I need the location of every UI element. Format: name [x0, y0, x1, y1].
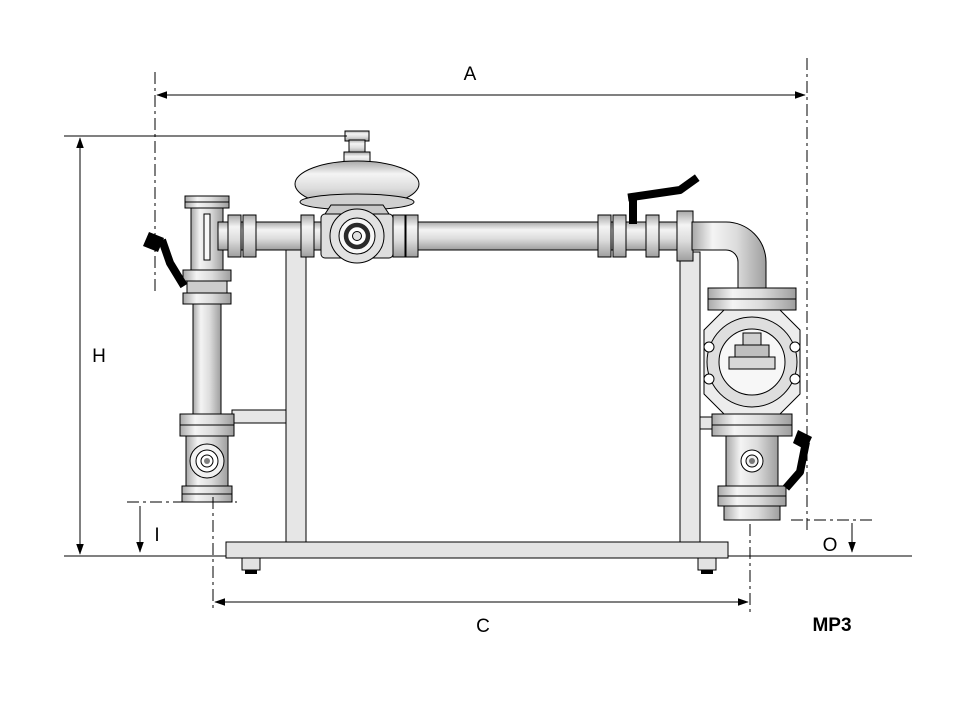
inlet-valve-flange-top	[182, 269, 232, 282]
inlet-down-pipe	[192, 303, 222, 415]
meter-mechanism-top	[742, 332, 762, 347]
header-pipe	[217, 210, 694, 262]
meter-bolt-1	[703, 341, 715, 353]
header-flange-6	[597, 214, 612, 258]
outlet-valve-stem	[629, 198, 637, 224]
inlet-lower-flange-2	[179, 424, 235, 437]
drain-valve-handle	[782, 430, 812, 491]
meter-mechanism-base	[728, 356, 776, 370]
dimension-o-label: O	[823, 535, 838, 556]
meter-top-flange-2	[707, 298, 797, 311]
header-flange-1	[227, 214, 242, 258]
meter-bottom-flange-1	[711, 413, 793, 426]
support-column-left	[285, 249, 307, 547]
skid-frame	[225, 249, 729, 574]
meter-bolt-3	[703, 373, 715, 385]
foot-left	[241, 557, 261, 571]
meter-bolt-4	[789, 373, 801, 385]
inlet-valve-flange-bottom	[182, 292, 232, 305]
inlet-valve-handle	[143, 232, 188, 289]
inlet-lower-flange-1	[179, 413, 235, 426]
dimension-a-label: A	[464, 64, 477, 85]
dimension-c-label: C	[476, 616, 490, 637]
header-flange-7	[612, 214, 627, 258]
header-flange-8	[645, 214, 660, 258]
foot-pad-right	[701, 570, 713, 574]
header-flange-3	[300, 214, 315, 258]
header-flange-2	[242, 214, 257, 258]
elbow-flange	[676, 210, 694, 262]
header-flange-4	[392, 214, 406, 258]
inlet-bottom-flange-1	[181, 485, 233, 495]
bracket-left	[231, 409, 287, 424]
regulator-port-center	[352, 231, 362, 241]
model-label: MP3	[812, 615, 851, 636]
meter-mechanism-mid	[734, 344, 770, 359]
inlet-riser-assembly	[143, 195, 235, 503]
header-flange-5	[405, 214, 419, 258]
support-column-right	[679, 251, 701, 547]
dimension-i-label: I	[154, 525, 159, 546]
meter-bottom-flange-2	[711, 424, 793, 437]
base-plate	[225, 541, 729, 559]
outlet-valve-handle	[627, 174, 700, 224]
foot-right	[697, 557, 717, 571]
dimensions: A H I C O	[64, 58, 876, 637]
dimension-h-label: H	[92, 346, 106, 367]
outlet-sight-center	[749, 458, 755, 464]
outlet-flange-1	[717, 485, 787, 497]
meter-bolt-2	[789, 341, 801, 353]
foot-pad-left	[245, 570, 257, 574]
sight-glass-center	[204, 458, 210, 464]
outlet-elbow	[691, 221, 767, 289]
outlet-bottom-cap	[723, 505, 781, 521]
meter-top-flange-1	[707, 287, 797, 300]
meter-assembly	[703, 287, 812, 521]
regulator-cap-mid	[348, 139, 366, 154]
pressure-regulator	[294, 130, 420, 264]
level-gauge-slot	[203, 213, 211, 261]
inlet-bottom-flange-2	[181, 493, 233, 503]
inlet-valve-body	[186, 280, 228, 294]
outlet-flange-2	[717, 495, 787, 507]
